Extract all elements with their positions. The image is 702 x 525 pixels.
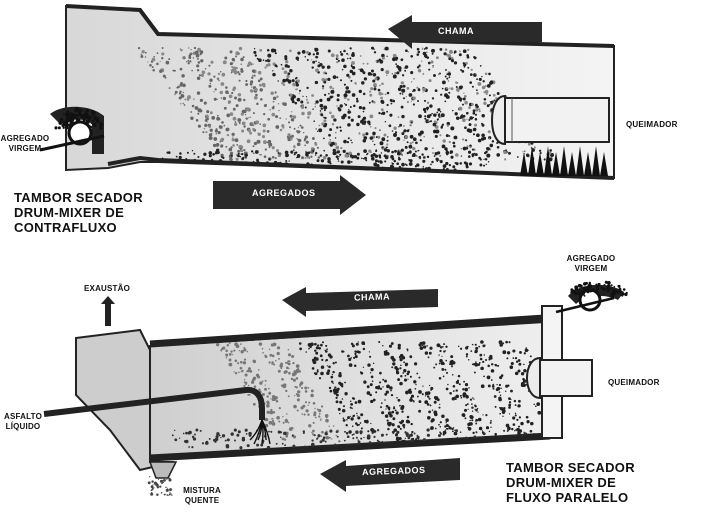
counterflow-aggregates-label: AGREGADOS [252, 188, 316, 198]
counterflow-drum-top-rim [65, 4, 615, 48]
asphalt-label-line2: LÍQUIDO [5, 422, 41, 431]
parallel-flow-title-line3: FLUXO PARALELO [506, 490, 629, 505]
asphalt-label-line1: ASFALTO [4, 412, 42, 421]
parallel-flow-title-line1: TAMBOR SECADOR [506, 460, 635, 475]
hot-mix-label: MISTURA QUENTE [180, 486, 224, 506]
parallel-flame-arrow [282, 287, 438, 317]
parallel-virgin-aggregate-feed [555, 280, 628, 314]
parallel-virgin-aggregate-label-line1: AGREGADO [566, 254, 616, 263]
parallel-virgin-aggregate-label-line2: VIRGEM [574, 264, 608, 273]
counterflow-burner-label: QUEIMADOR [626, 120, 678, 129]
exhaust-arrow [101, 296, 115, 326]
counterflow-title-line1: TAMBOR SECADOR [14, 190, 143, 205]
hot-mix-label-line1: MISTURA [183, 486, 221, 495]
counterflow-virgin-aggregate-feed [39, 106, 105, 154]
parallel-flow-title-line2: DRUM-MIXER DE [506, 475, 617, 490]
parallel-drum-bottom-band [149, 432, 551, 462]
counterflow-drum-bottom-rim [107, 155, 615, 180]
parallel-flame-label: CHAMA [353, 291, 391, 303]
counterflow-flame-arrow [388, 15, 542, 49]
counterflow-aggregate-veils [137, 46, 554, 172]
parallel-virgin-aggregate-label: AGREGADO VIRGEM [566, 254, 616, 274]
counterflow-virgin-aggregate-label: AGREGADO VIRGEM [0, 134, 50, 154]
counterflow-drum [39, 4, 615, 180]
asphalt-label: ASFALTO LÍQUIDO [2, 412, 44, 432]
counterflow-title-line2: DRUM-MIXER DE [14, 205, 125, 220]
parallel-flow-title: TAMBOR SECADOR DRUM-MIXER DE FLUXO PARAL… [506, 460, 635, 505]
parallel-drum-top-band [149, 314, 546, 348]
counterflow-virgin-aggregate-label-line1: AGREGADO [0, 134, 50, 143]
counterflow-title: TAMBOR SECADOR DRUM-MIXER DE CONTRAFLUXO [14, 190, 143, 235]
counterflow-burner [490, 94, 610, 176]
counterflow-flame-label: CHAMA [438, 26, 474, 36]
parallel-burner-label: QUEIMADOR [608, 378, 660, 387]
parallel-flow-drum [43, 280, 628, 497]
exhaust-label: EXAUSTÃO [84, 284, 131, 293]
counterflow-burner-flames [520, 146, 608, 176]
hot-mix-chute [148, 461, 178, 479]
parallel-burner [525, 356, 593, 400]
asphalt-injection-pipe [43, 386, 271, 445]
parallel-aggregates-arrow [320, 458, 460, 492]
counterflow-virgin-aggregate-label-line2: VIRGEM [8, 144, 42, 153]
counterflow-aggregates-arrow [213, 175, 366, 215]
hot-mix-label-line2: QUENTE [184, 496, 220, 505]
counterflow-title-line3: CONTRAFLUXO [14, 220, 117, 235]
